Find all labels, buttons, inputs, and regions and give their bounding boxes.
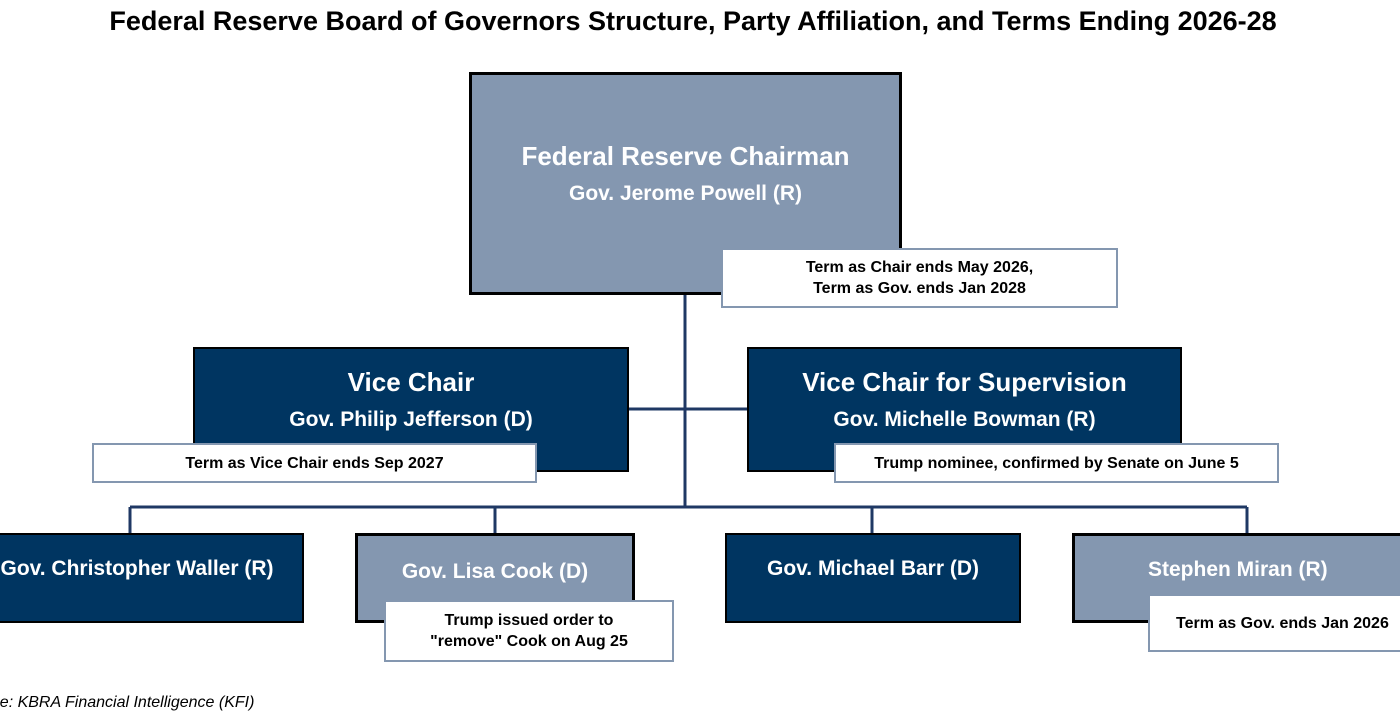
cook-note-line1: Trump issued order to [444, 612, 614, 629]
chairman-name: Gov. Jerome Powell (R) [569, 182, 802, 205]
vice-chair-name: Gov. Philip Jefferson (D) [289, 408, 533, 431]
governor-barr-name: Gov. Michael Barr (D) [767, 557, 979, 580]
chairman-note-line1: Term as Chair ends May 2026, [805, 259, 1034, 276]
governor-cook-note: Trump issued order to "remove" Cook on A… [384, 600, 674, 662]
governor-miran-note: Term as Gov. ends Jan 2026 [1148, 594, 1400, 652]
vice-chair-supervision-role: Vice Chair for Supervision [802, 367, 1127, 397]
chairman-role: Federal Reserve Chairman [521, 141, 850, 171]
cook-note-line2: "remove" Cook on Aug 25 [430, 633, 628, 650]
governor-cook-name: Gov. Lisa Cook (D) [401, 560, 589, 583]
source-footnote: Source: KBRA Financial Intelligence (KFI… [0, 694, 255, 711]
vice-chair-role: Vice Chair [347, 367, 475, 397]
vice-chair-term-note: Term as Vice Chair ends Sep 2027 [92, 443, 537, 483]
diagram-title: Federal Reserve Board of Governors Struc… [109, 6, 1277, 36]
vice-chair-note-text: Term as Vice Chair ends Sep 2027 [185, 454, 444, 472]
vice-chair-supervision-name: Gov. Michelle Bowman (R) [833, 408, 1096, 431]
vice-chair-supervision-note: Trump nominee, confirmed by Senate on Ju… [834, 443, 1279, 483]
governor-waller-box: Gov. Christopher Waller (R) [0, 533, 304, 623]
vice-chair-supervision-note-text: Trump nominee, confirmed by Senate on Ju… [874, 454, 1239, 472]
governor-miran-name: Stephen Miran (R) [1148, 558, 1328, 581]
chairman-note-line2: Term as Gov. ends Jan 2028 [813, 280, 1026, 297]
governor-barr-box: Gov. Michael Barr (D) [725, 533, 1021, 623]
miran-note-text: Term as Gov. ends Jan 2026 [1176, 614, 1389, 632]
governor-waller-name: Gov. Christopher Waller (R) [0, 557, 274, 580]
chairman-term-note: Term as Chair ends May 2026, Term as Gov… [721, 248, 1118, 308]
